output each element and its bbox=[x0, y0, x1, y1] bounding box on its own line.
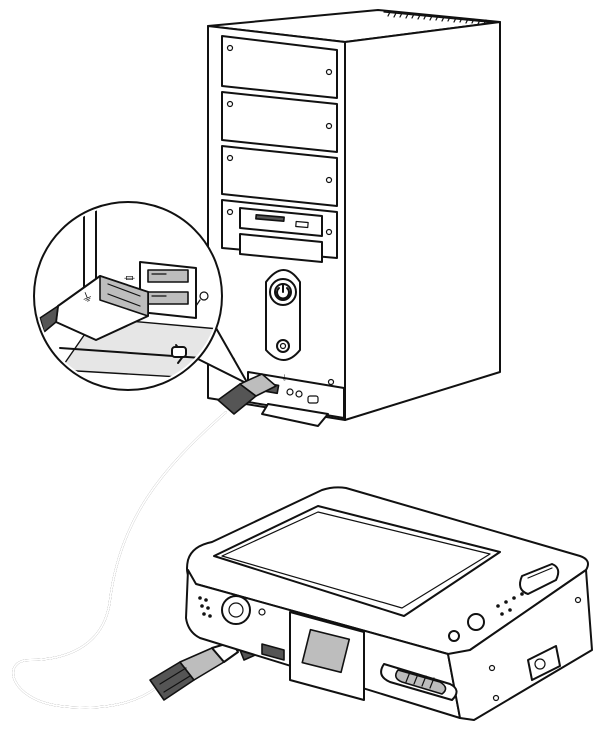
tower-side-face bbox=[344, 21, 501, 421]
usb-cable bbox=[12, 373, 277, 709]
usb-port-symbol-icon: ⏛ bbox=[124, 272, 135, 285]
camera-lcd-screen bbox=[213, 505, 501, 617]
tower-vent-grill bbox=[383, 11, 499, 26]
port-cover-flap bbox=[261, 403, 329, 427]
menu-button bbox=[467, 613, 485, 631]
svg-text:⏚: ⏚ bbox=[79, 289, 95, 306]
playback-button bbox=[448, 630, 460, 642]
optical-drive bbox=[239, 207, 323, 263]
zoom-rocker bbox=[519, 563, 560, 595]
camera-usb-port bbox=[261, 643, 285, 661]
control-dots bbox=[496, 592, 524, 616]
usb-a-plug-icon: ⏚ bbox=[39, 275, 149, 341]
zoom-callout: ⏛ ⏚ bbox=[33, 201, 249, 391]
power-panel bbox=[265, 269, 301, 361]
digital-camera-icon bbox=[185, 486, 593, 721]
speaker-holes bbox=[198, 596, 212, 618]
camera-end-face bbox=[447, 569, 593, 721]
computer-tower-icon: ⏚ bbox=[207, 9, 501, 427]
usb-symbol-icon: ⏚ bbox=[281, 374, 288, 382]
usb-a-connector-icon bbox=[217, 373, 277, 415]
strap-hook bbox=[527, 645, 561, 681]
camera-lens-icon bbox=[221, 595, 251, 625]
headphone-jack-icon bbox=[286, 388, 294, 396]
mini-usb-connector-icon bbox=[149, 641, 239, 701]
